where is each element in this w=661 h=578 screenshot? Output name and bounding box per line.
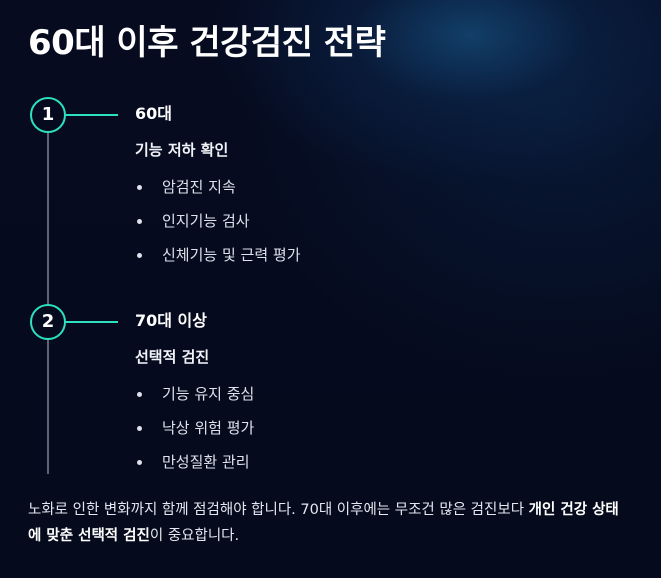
- step-checklist: 기능 유지 중심 낙상 위험 평가 만성질환 관리: [135, 384, 254, 486]
- step-subtitle: 선택적 검진: [135, 348, 210, 366]
- bullet-icon: [137, 219, 142, 224]
- note-text: 노화로 인한 변화까지 함께 점검해야 합니다. 70대 이후에는 무조건 많은…: [28, 502, 529, 518]
- list-item: 낙상 위험 평가: [135, 418, 254, 452]
- list-item-label: 낙상 위험 평가: [162, 419, 255, 437]
- note-text-end: 이 중요합니다.: [149, 528, 240, 544]
- note-emphasis: 개인 건강 상태에 맞춘 선택적 검진: [28, 502, 619, 544]
- timeline-line: [47, 132, 49, 474]
- step-checklist: 암검진 지속 인지기능 검사 신체기능 및 근력 평가: [135, 177, 301, 279]
- list-item-label: 기능 유지 중심: [162, 385, 255, 403]
- bullet-icon: [137, 460, 142, 465]
- step-number-badge: 2: [30, 304, 66, 340]
- list-item: 신체기능 및 근력 평가: [135, 245, 301, 279]
- list-item-label: 신체기능 및 근력 평가: [162, 246, 301, 264]
- step-age-label: 60대: [135, 104, 172, 123]
- list-item: 인지기능 검사: [135, 211, 301, 245]
- bullet-icon: [137, 426, 142, 431]
- list-item: 암검진 지속: [135, 177, 301, 211]
- bullet-icon: [137, 185, 142, 190]
- list-item-label: 암검진 지속: [162, 178, 236, 196]
- step-age-label: 70대 이상: [135, 311, 207, 330]
- bullet-icon: [137, 392, 142, 397]
- step-connector: [65, 114, 118, 116]
- list-item-label: 만성질환 관리: [162, 453, 250, 471]
- page-title: 60대 이후 건강검진 전략: [28, 23, 386, 63]
- step-subtitle: 기능 저하 확인: [135, 141, 229, 159]
- summary-note: 노화로 인한 변화까지 함께 점검해야 합니다. 70대 이후에는 무조건 많은…: [28, 497, 628, 549]
- list-item: 만성질환 관리: [135, 452, 254, 486]
- bullet-icon: [137, 253, 142, 258]
- step-connector: [65, 321, 118, 323]
- list-item-label: 인지기능 검사: [162, 212, 250, 230]
- step-number-badge: 1: [30, 97, 66, 133]
- list-item: 기능 유지 중심: [135, 384, 254, 418]
